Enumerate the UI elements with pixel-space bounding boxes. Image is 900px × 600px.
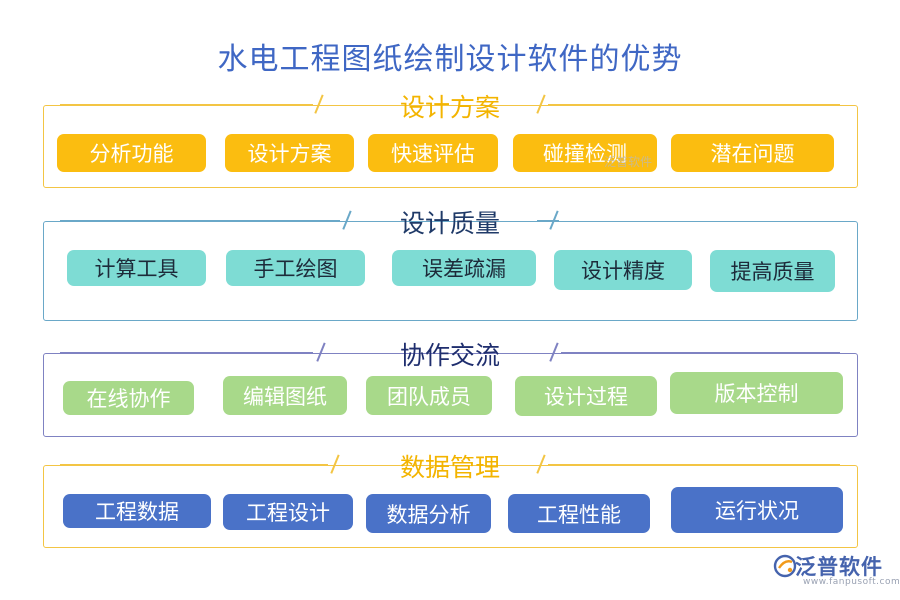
section-heading: 协作交流 [399,341,500,370]
heading-line-right [537,220,559,221]
heading-line-left [60,352,313,353]
heading-line-left [60,464,328,465]
chip-item: 提高质量 [710,250,835,292]
section-design-plan [43,105,858,188]
section-heading: 设计质量 [399,209,500,238]
section-collaboration [43,353,858,437]
chip-item: 误差疏漏 [392,250,536,286]
section-heading: 设计方案 [399,93,500,122]
fanpu-logo: 泛普软件 www.fanpusoft.com [773,551,900,591]
chip-item: 快速评估 [368,134,498,172]
section-data-management [43,465,858,548]
chip-item: 手工绘图 [226,250,365,286]
chip-item: 数据分析 [366,494,491,533]
heading-line-right [561,352,840,353]
heading-line-left [60,220,340,221]
chip-item: 工程性能 [508,494,650,533]
heading-line-right [548,464,840,465]
chip-item: 工程设计 [223,494,353,530]
heading-line-left [60,104,313,105]
chip-item: 碰撞检测 [513,134,657,172]
chip-item: 团队成员 [366,376,492,415]
chip-item: 设计方案 [225,134,354,172]
chip-item: 编辑图纸 [223,376,347,415]
chip-item: 分析功能 [57,134,206,172]
heading-line-right [548,104,840,105]
diagram-title: 水电工程图纸绘制设计软件的优势 [217,42,683,77]
chip-item: 工程数据 [63,494,211,528]
chip-item: 设计过程 [515,376,657,416]
chip-item: 潜在问题 [671,134,834,172]
logo-url: www.fanpusoft.com [803,577,900,587]
chip-item: 运行状况 [671,487,843,533]
fanpu-logo-icon [773,554,797,578]
chip-item: 在线协作 [63,381,194,415]
chip-item: 计算工具 [67,250,206,286]
chip-item: 版本控制 [670,372,843,414]
watermark-text: 泛普软件 [604,155,653,169]
logo-name: 泛普软件 [795,555,883,579]
chip-item: 设计精度 [554,250,692,290]
section-heading: 数据管理 [399,453,500,482]
section-design-quality [43,221,858,321]
